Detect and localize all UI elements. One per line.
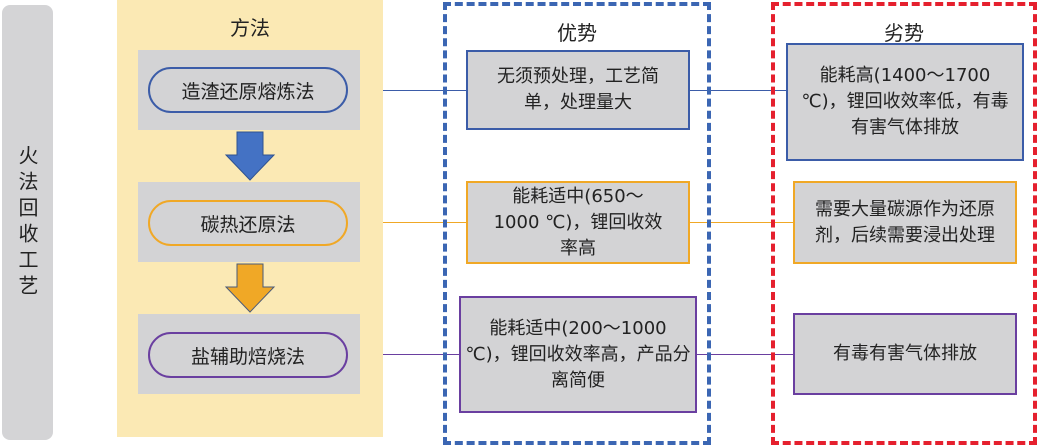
- advantage-box-3: 能耗适中(200～1000 ℃)，锂回收效率高，产品分离简便: [459, 296, 697, 413]
- disadvantage-box-1: 能耗高(1400～1700 ℃)，锂回收效率低，有毒有害气体排放: [786, 43, 1024, 161]
- arrow-down-orange-icon: [224, 263, 276, 313]
- method-slag-reduction-smelting[interactable]: 造渣还原熔炼法: [148, 67, 348, 113]
- process-category-label: 火法回收工艺: [15, 144, 39, 301]
- process-category-bar: 火法回收工艺: [2, 5, 53, 440]
- disadvantage-box-2: 需要大量碳源作为还原剂，后续需要浸出处理: [793, 181, 1017, 264]
- advantages-title: 优势: [557, 21, 597, 45]
- methods-title: 方法: [230, 16, 270, 40]
- arrow-down-blue-icon: [224, 131, 276, 181]
- advantages-group: [443, 2, 711, 445]
- disadvantages-title: 劣势: [884, 21, 924, 45]
- advantage-box-2: 能耗适中(650～1000 ℃)，锂回收效率高: [466, 181, 690, 264]
- disadvantage-box-3: 有毒有害气体排放: [793, 313, 1017, 395]
- method-carbothermal-reduction[interactable]: 碳热还原法: [148, 200, 348, 246]
- advantage-box-1: 无须预处理，工艺简单，处理量大: [466, 50, 690, 130]
- disadvantages-group: [771, 2, 1037, 445]
- method-salt-assisted-roasting[interactable]: 盐辅助焙烧法: [148, 332, 348, 378]
